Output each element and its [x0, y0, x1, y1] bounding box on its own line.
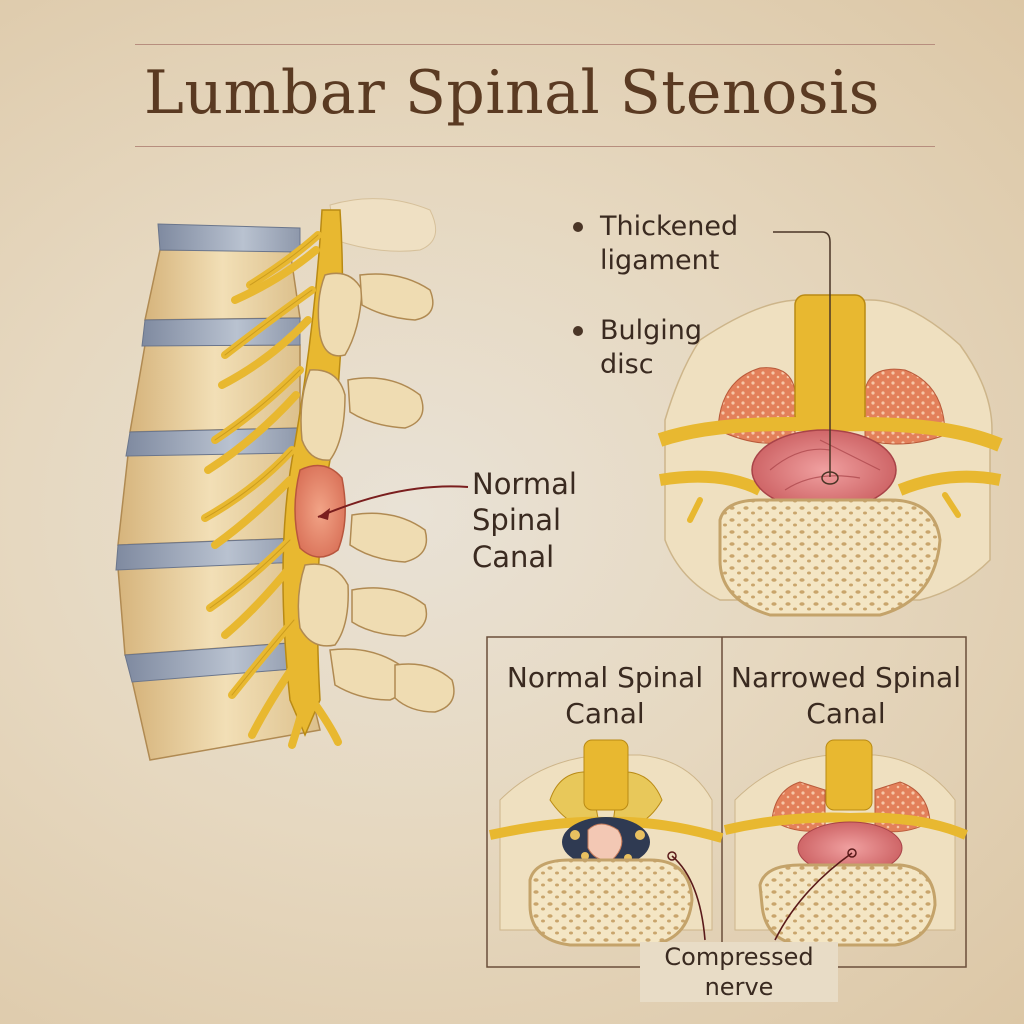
bullet-bulging-disc	[573, 326, 583, 336]
label-normal-spinal-canal: Normal Spinal Canal	[472, 467, 577, 574]
diagram-title: Lumbar Spinal Stenosis	[144, 58, 880, 128]
thickened-ligament-leader	[773, 231, 831, 477]
narrowed-canal-section	[723, 739, 968, 947]
normal-canal-section	[488, 739, 724, 947]
label-bulging-disc: Bulging disc	[600, 315, 703, 380]
title-rule-bottom	[135, 146, 935, 147]
label-compressed-nerve: Compressed nerve	[640, 942, 838, 1002]
label-thickened-ligament: Thickened ligament	[600, 211, 739, 276]
panel-label-normal: Normal Spinal Canal	[506, 661, 704, 731]
title-rule-top	[135, 44, 935, 45]
lateral-spine	[115, 198, 455, 761]
normal-canal-leader	[317, 485, 469, 518]
compressed-nerve-leaders	[671, 852, 853, 941]
panel-label-narrowed: Narrowed Spinal Canal	[731, 661, 961, 731]
bullet-thickened-ligament	[573, 222, 583, 232]
